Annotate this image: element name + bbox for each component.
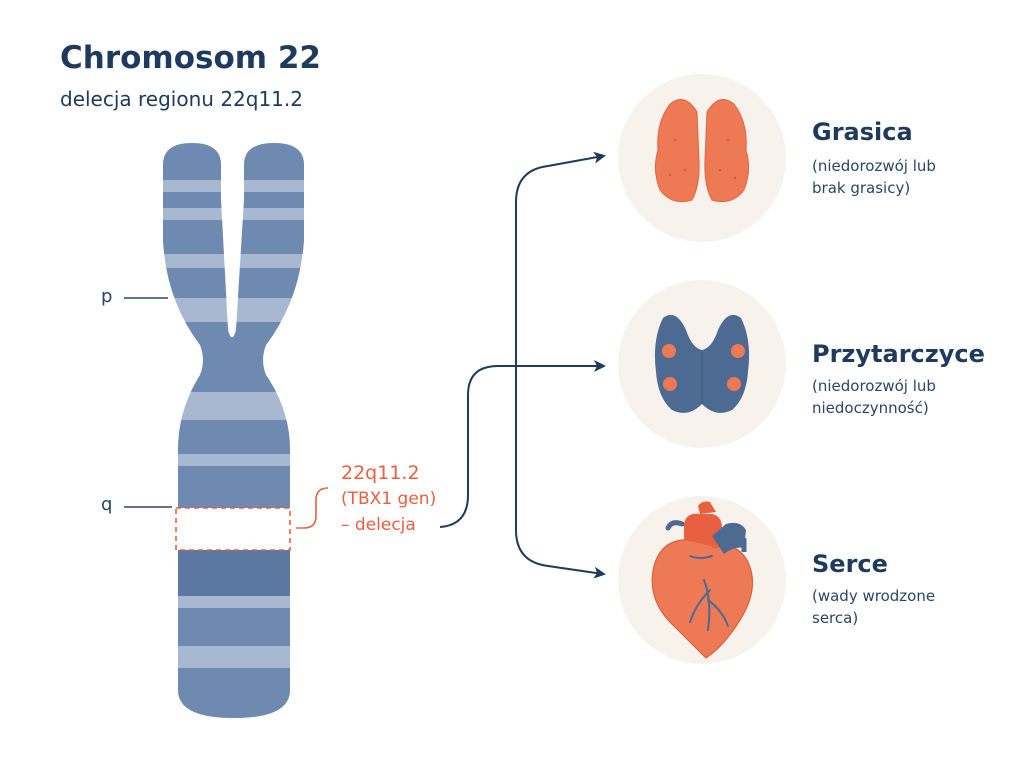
arrow-to-parathyroid xyxy=(439,360,606,528)
organ-desc-parathyroid: (niedorozwój lub niedoczynność) xyxy=(812,375,936,419)
parathyroid-gland xyxy=(663,377,677,391)
deletion-bracket xyxy=(296,487,329,529)
chromosome-band xyxy=(163,192,304,208)
organ-desc-line: serca) xyxy=(812,609,859,627)
organ-name-heart: Serce xyxy=(812,550,888,578)
thymus-icon xyxy=(654,99,750,203)
deletion-label-gene: (TBX1 gen) xyxy=(341,489,437,509)
organ-desc-heart: (wady wrodzone serca) xyxy=(812,585,935,629)
connector-arrows xyxy=(439,151,606,579)
parathyroid-icon xyxy=(654,314,750,413)
chromosome-band xyxy=(163,268,304,298)
chromosome-band xyxy=(163,668,304,718)
organ-desc-line: niedoczynność) xyxy=(812,399,929,417)
parathyroid-gland xyxy=(662,344,676,358)
organ-desc-line: (niedorozwój lub xyxy=(812,157,936,175)
arrow-to-thymus xyxy=(515,151,606,366)
deletion-label-type: – delecja xyxy=(341,515,416,535)
organ-desc-line: (wady wrodzone xyxy=(812,587,936,605)
chromosome-band xyxy=(163,220,304,254)
page-subtitle: delecja regionu 22q11.2 xyxy=(60,87,303,111)
p-arm-label: p xyxy=(101,286,113,307)
deletion-label-locus: 22q11.2 xyxy=(341,462,420,484)
chromosome-band xyxy=(163,420,304,454)
organ-desc-line: (niedorozwój lub xyxy=(812,377,936,395)
organ-desc-thymus: (niedorozwój lub brak grasicy) xyxy=(812,155,936,199)
chromosome-band xyxy=(163,550,304,596)
chromosome-band xyxy=(163,608,304,646)
chromosome xyxy=(163,143,304,718)
q-arm-label: q xyxy=(101,494,113,515)
organ-name-thymus: Grasica xyxy=(812,118,913,146)
heart-icon xyxy=(651,501,754,659)
organ-name-parathyroid: Przytarczyce xyxy=(812,340,985,368)
chromosome-band xyxy=(163,143,304,180)
parathyroid-gland xyxy=(727,377,741,391)
arrow-to-heart xyxy=(515,366,606,579)
page-title: Chromosom 22 xyxy=(60,40,321,76)
deleted-region xyxy=(163,508,304,550)
organ-desc-line: brak grasicy) xyxy=(812,179,911,197)
chromosome-band xyxy=(163,322,304,392)
thymus-circle xyxy=(618,74,786,242)
parathyroid-gland xyxy=(731,344,745,358)
chromosome-band xyxy=(163,466,304,508)
deletion-box xyxy=(175,507,291,551)
